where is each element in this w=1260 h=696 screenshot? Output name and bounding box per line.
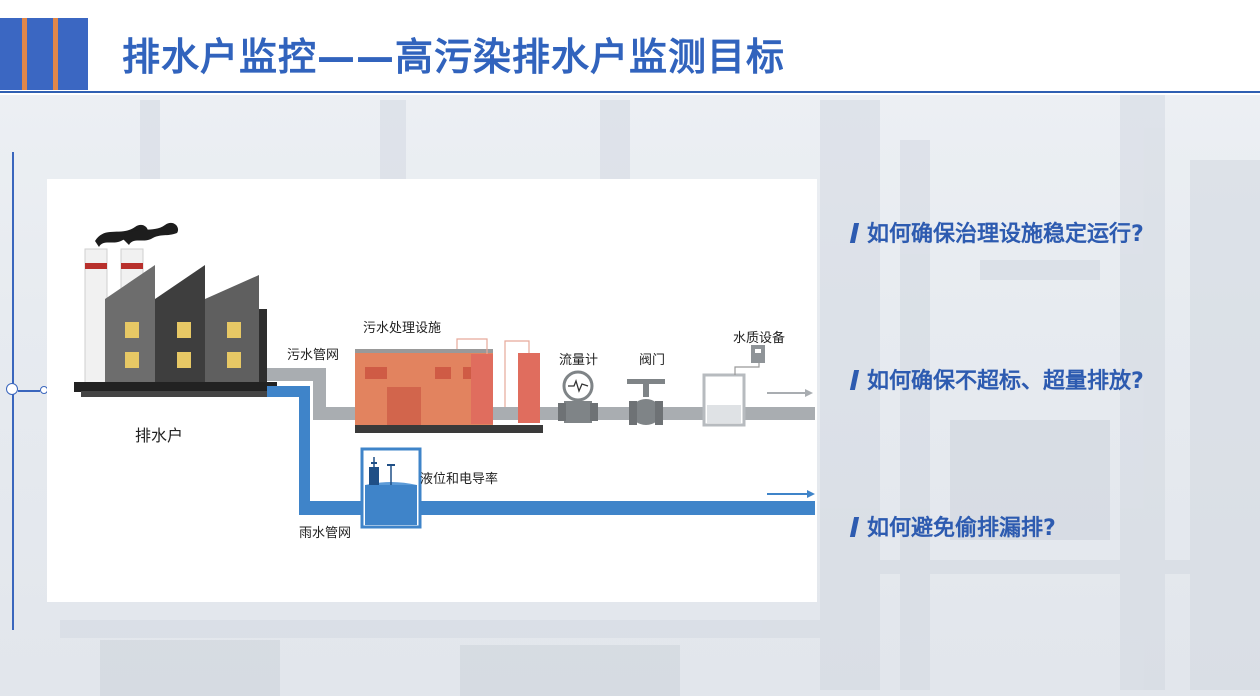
question-item: 如何避免偷排漏排? [849, 510, 1056, 542]
flow-arrow-icon [767, 389, 815, 498]
valve-label: 阀门 [639, 353, 665, 368]
rainwater-network-label: 雨水管网 [299, 526, 351, 541]
question-text: 如何确保不超标、超量排放? [867, 369, 1144, 394]
discharger-label: 排水户 [135, 426, 183, 445]
flowmeter-icon [558, 370, 598, 423]
header-stripe [53, 18, 58, 90]
bullet-mark-icon [849, 370, 860, 390]
sewage-network-label: 污水管网 [287, 348, 339, 363]
water-quality-equipment-label: 水质设备 [733, 330, 785, 346]
header-accent-block [0, 18, 88, 90]
smoke-icon [95, 222, 179, 247]
question-text: 如何避免偷排漏排? [867, 516, 1056, 541]
factory-icon [74, 248, 277, 397]
bullet-mark-icon [849, 223, 860, 243]
monitoring-diagram: 排水户 污水管网 污水处理设施 流量计 阀门 水质设备 液位和电导率 雨水管网 [74, 222, 815, 541]
rain-pipe [267, 386, 815, 515]
header-divider [0, 91, 1260, 93]
question-text: 如何确保治理设施稳定运行? [867, 222, 1144, 247]
level-conductivity-well [360, 447, 422, 529]
flowmeter-label: 流量计 [559, 353, 598, 368]
header-stripe [22, 18, 27, 90]
question-item: 如何确保治理设施稳定运行? [849, 216, 1144, 248]
timeline-node [6, 383, 18, 395]
water-quality-equipment [702, 345, 765, 427]
header: 排水户监控——高污染排水户监测目标 [0, 0, 1260, 95]
bullet-mark-icon [849, 517, 860, 537]
sewage-treatment-facility [355, 338, 543, 433]
page-title: 排水户监控——高污染排水户监测目标 [122, 35, 786, 79]
diagram-panel: 排水户 污水管网 污水处理设施 流量计 阀门 水质设备 液位和电导率 雨水管网 [47, 179, 817, 602]
level-conductivity-label: 液位和电导率 [420, 471, 498, 487]
sewage-treatment-label: 污水处理设施 [363, 321, 441, 336]
valve-icon [627, 379, 665, 425]
question-item: 如何确保不超标、超量排放? [849, 363, 1144, 395]
timeline-connector [18, 390, 40, 392]
